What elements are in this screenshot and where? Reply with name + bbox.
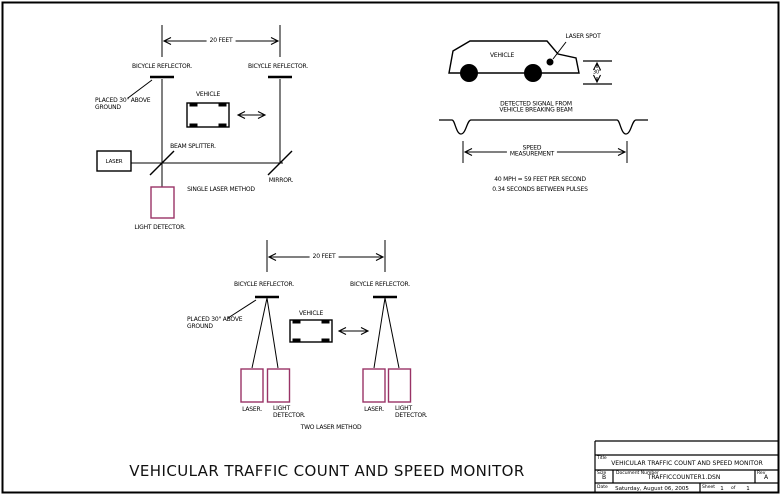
detected-signal-caption: DETECTED SIGNAL FROM VEHICLE BREAKING BE… <box>499 100 573 114</box>
title-block-sheet-total: 1 <box>746 485 750 492</box>
two-laser-method-caption: TWO LASER METHOD <box>300 423 362 431</box>
title-block-sheet-number: 1 <box>720 485 724 492</box>
title-block-doc-label: Document Number <box>616 471 659 476</box>
bicycle-reflector-label-right: BICYCLE REFLECTOR. <box>248 62 308 70</box>
single-laser-diagram <box>96 25 293 219</box>
laser-label-right: LASER. <box>364 405 384 413</box>
speed-measurement-label: SPEED MEASUREMENT <box>506 144 558 158</box>
vehicle-profile-diagram <box>439 40 648 163</box>
height-30in-label: 30" <box>592 68 602 75</box>
title-block-rev: A <box>763 473 769 481</box>
laser-box <box>96 150 132 172</box>
dimension-20ft-label: 20 FEET <box>309 253 339 261</box>
title-block-title: VEHICULAR TRAFFIC COUNT AND SPEED MONITO… <box>611 459 763 467</box>
light-detector-box-right <box>387 368 412 403</box>
bicycle-reflector-label-left: BICYCLE REFLECTOR. <box>132 62 192 70</box>
placed-above-ground-note: PLACED 30" ABOVE GROUND <box>95 97 151 111</box>
placed-note-leader-line <box>127 79 153 99</box>
light-detector-label: LIGHT DETECTOR. <box>134 223 186 231</box>
bicycle-reflector-label-right: BICYCLE REFLECTOR. <box>350 280 410 288</box>
title-block-doc-number: TRAFFICCOUNTER1.DSN <box>647 473 721 481</box>
laser-spot-leader-line <box>552 41 567 60</box>
placed-note-leader-line <box>227 299 257 319</box>
laser-box-left <box>240 368 264 403</box>
vehicle-label: VEHICLE <box>298 309 324 317</box>
mirror-line <box>267 150 293 176</box>
beam-splitter-label: BEAM SPLITTER. <box>170 142 216 150</box>
light-detector-box <box>150 186 175 219</box>
light-detector-label-right: LIGHT DETECTOR. <box>395 405 428 419</box>
laser-spot-label: LASER SPOT <box>565 32 601 40</box>
laser-label-left: LASER. <box>242 405 262 413</box>
front-wheel <box>524 64 542 82</box>
single-laser-method-caption: SINGLE LASER METHOD <box>187 185 255 193</box>
title-block-size: B <box>601 473 607 481</box>
light-detector-label-left: LIGHT DETECTOR. <box>273 405 306 419</box>
laser-box-label: LASER <box>105 158 123 165</box>
title-block-title-label: Title <box>597 456 607 461</box>
height-dimension-lines <box>583 60 612 85</box>
dimension-20ft-label: 20 FEET <box>206 37 236 45</box>
laser-beam-lines <box>251 297 400 369</box>
dimension-extension-lines <box>161 25 281 57</box>
vehicle-wheel-marks <box>189 102 227 128</box>
title-block-rev-label: Rev <box>757 471 766 476</box>
beam-splitter-line <box>149 150 175 176</box>
light-detector-box-left <box>266 368 291 403</box>
vehicle-top-view <box>186 102 230 128</box>
speed-note-2: 0.34 SECONDS BETWEEN PULSES <box>492 185 588 193</box>
placed-above-ground-note: PLACED 30" ABOVE GROUND <box>187 316 243 330</box>
title-block-grid <box>594 440 779 493</box>
speed-note-1: 40 MPH = 59 FEET PER SECOND <box>494 175 586 183</box>
dimension-extension-lines <box>266 240 386 272</box>
title-block-size-label: Size <box>597 471 607 476</box>
vehicle-label: VEHICLE <box>195 90 221 98</box>
reflector-posts <box>161 79 281 187</box>
title-block-sheet-label: Sheet <box>702 485 716 490</box>
two-laser-diagram <box>227 240 412 403</box>
car-profile-outline <box>448 40 580 74</box>
mirror-label: MIRROR. <box>268 176 294 184</box>
vehicle-top-view <box>289 319 333 343</box>
signal-waveform <box>439 119 648 135</box>
title-block-of-label: of <box>731 486 736 491</box>
laser-spot-dot <box>546 58 554 66</box>
vehicle-label: VEHICLE <box>489 51 515 59</box>
laser-box-right <box>362 368 386 403</box>
drawing-title: VEHICULAR TRAFFIC COUNT AND SPEED MONITO… <box>129 462 525 480</box>
bicycle-reflector-label-left: BICYCLE REFLECTOR. <box>234 280 294 288</box>
speed-measure-ticks <box>462 141 628 163</box>
rear-wheel <box>460 64 478 82</box>
title-block-date-label: Date <box>597 485 608 490</box>
vehicle-wheel-marks <box>292 319 330 343</box>
title-block-date: Saturday, August 06, 2005 <box>615 485 689 492</box>
